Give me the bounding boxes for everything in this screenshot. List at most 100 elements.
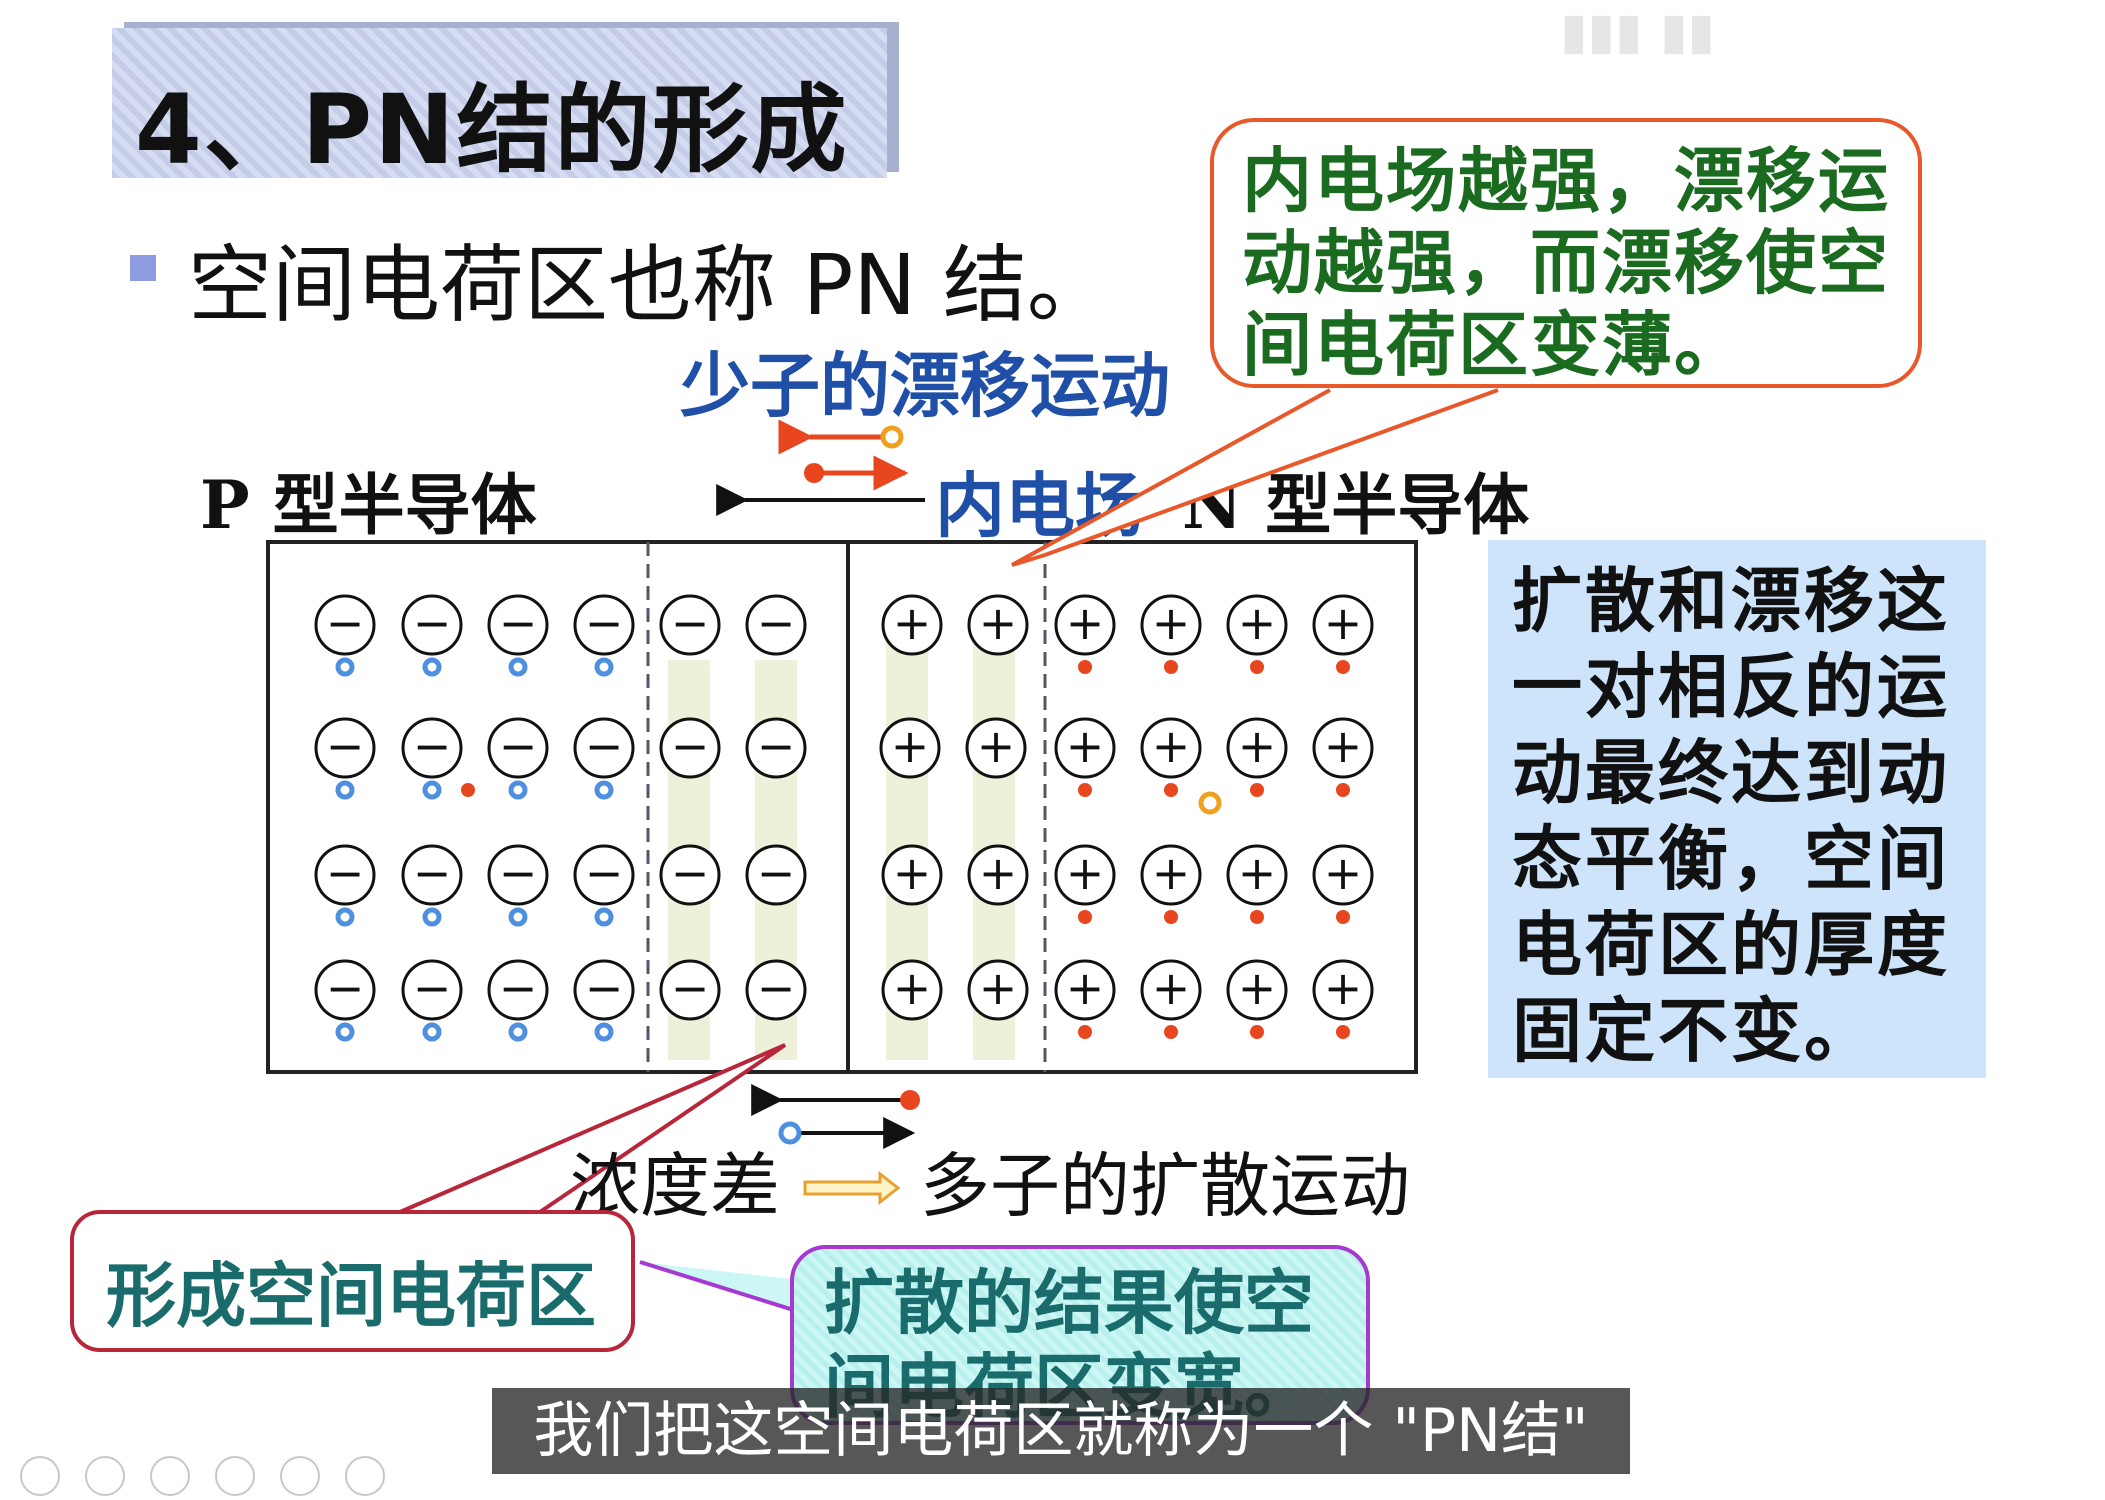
positive-ion: +	[1140, 717, 1202, 779]
ion-sign: −	[585, 596, 624, 650]
ion-sign: −	[757, 846, 796, 900]
ion-sign: +	[1066, 596, 1105, 650]
ion-sign: −	[757, 596, 796, 650]
next-icon[interactable]	[85, 1456, 126, 1496]
negative-ion: −	[314, 959, 376, 1021]
video-subtitle: 我们把这空间电荷区就称为一个 "PN结"	[492, 1388, 1630, 1474]
ion-circle	[487, 959, 549, 1021]
ion-sign: +	[1324, 961, 1363, 1015]
ion-circle	[967, 959, 1029, 1021]
ion-circle	[1312, 594, 1374, 656]
positive-ion: +	[881, 959, 943, 1021]
ion-sign: −	[413, 846, 452, 900]
ion-sign: −	[499, 596, 538, 650]
ion-circle	[1226, 594, 1288, 656]
more-icon[interactable]	[345, 1456, 386, 1496]
positive-ion: +	[1054, 844, 1116, 906]
negative-ion: −	[745, 717, 807, 779]
positive-ion: +	[1312, 594, 1374, 656]
ion-sign: −	[326, 961, 365, 1015]
ion-sign: −	[413, 719, 452, 773]
ion-sign: −	[671, 961, 710, 1015]
ion-sign: −	[326, 719, 365, 773]
ion-sign: +	[979, 961, 1018, 1015]
diffusion-electron-dot	[900, 1090, 920, 1110]
electron-dot	[1336, 783, 1350, 797]
ion-sign: −	[413, 961, 452, 1015]
ion-sign: +	[1238, 596, 1277, 650]
ion-sign: +	[893, 596, 932, 650]
electron-dot	[461, 783, 475, 797]
positive-ion: +	[881, 844, 943, 906]
negative-ion: −	[401, 717, 463, 779]
ion-circle	[745, 717, 807, 779]
electron-dot	[1164, 660, 1178, 674]
hole-dot	[422, 657, 442, 677]
electron-dot	[1078, 783, 1092, 797]
ion-sign: +	[979, 846, 1018, 900]
hole-dot	[508, 657, 528, 677]
ion-circle	[314, 959, 376, 1021]
equilibrium-note: 扩散和漂移这一对相反的运动最终达到动态平衡，空间电荷区的厚度固定不变。	[1488, 540, 1986, 1078]
ion-circle	[967, 594, 1029, 656]
electron-dot	[1250, 910, 1264, 924]
minority-hole-dot	[1198, 791, 1222, 815]
watermark: ▮▮▮ ▮▮	[1560, 2, 1715, 60]
prev-icon[interactable]	[20, 1456, 60, 1496]
ion-circle	[1054, 717, 1116, 779]
ion-circle	[401, 844, 463, 906]
ion-circle	[881, 844, 943, 906]
ion-circle	[881, 594, 943, 656]
negative-ion: −	[401, 959, 463, 1021]
negative-ion: −	[745, 594, 807, 656]
ion-circle	[659, 594, 721, 656]
positive-ion: +	[967, 959, 1029, 1021]
ion-sign: −	[499, 846, 538, 900]
negative-ion: −	[314, 844, 376, 906]
ion-circle	[487, 844, 549, 906]
ion-sign: −	[413, 596, 452, 650]
hole-dot	[335, 1022, 355, 1042]
pen-icon[interactable]	[150, 1456, 191, 1496]
positive-ion: +	[1312, 844, 1374, 906]
hole-dot	[422, 780, 442, 800]
electron-dot	[1078, 660, 1092, 674]
ion-sign: −	[326, 846, 365, 900]
ion-circle	[573, 717, 635, 779]
ion-sign: +	[1152, 719, 1191, 773]
ion-circle	[573, 959, 635, 1021]
ion-circle	[1054, 959, 1116, 1021]
positive-ion: +	[967, 844, 1029, 906]
slide-title: 4、PN结的形成	[135, 74, 849, 186]
electron-dot	[1250, 783, 1264, 797]
ion-circle	[1054, 844, 1116, 906]
ion-circle	[1226, 717, 1288, 779]
ion-circle	[1226, 959, 1288, 1021]
crystal-box	[266, 540, 1418, 1074]
ion-sign: −	[757, 719, 796, 773]
drift-electron-dot	[804, 463, 824, 483]
slides-icon[interactable]	[215, 1456, 256, 1496]
hole-dot	[508, 1022, 528, 1042]
drift-callout: 内电场越强，漂移运动越强，而漂移使空间电荷区变薄。	[1210, 118, 1922, 388]
ion-sign: +	[893, 961, 932, 1015]
ion-sign: +	[1238, 719, 1277, 773]
zoom-icon[interactable]	[280, 1456, 321, 1496]
hole-dot	[422, 1022, 442, 1042]
carrier-dots	[335, 657, 1350, 1042]
ion-sign: +	[1066, 961, 1105, 1015]
ion-circle	[573, 844, 635, 906]
hole-dot	[508, 780, 528, 800]
negative-ion: −	[745, 844, 807, 906]
positive-ion: +	[1226, 844, 1288, 906]
ion-circle	[487, 594, 549, 656]
electron-dot	[1164, 910, 1178, 924]
ion-circle	[745, 959, 807, 1021]
ion-sign: −	[585, 961, 624, 1015]
ion-circle	[487, 717, 549, 779]
hole-dot	[594, 657, 614, 677]
positive-ion: +	[1140, 844, 1202, 906]
positive-ion: +	[1140, 959, 1202, 1021]
positive-ion: +	[881, 594, 943, 656]
